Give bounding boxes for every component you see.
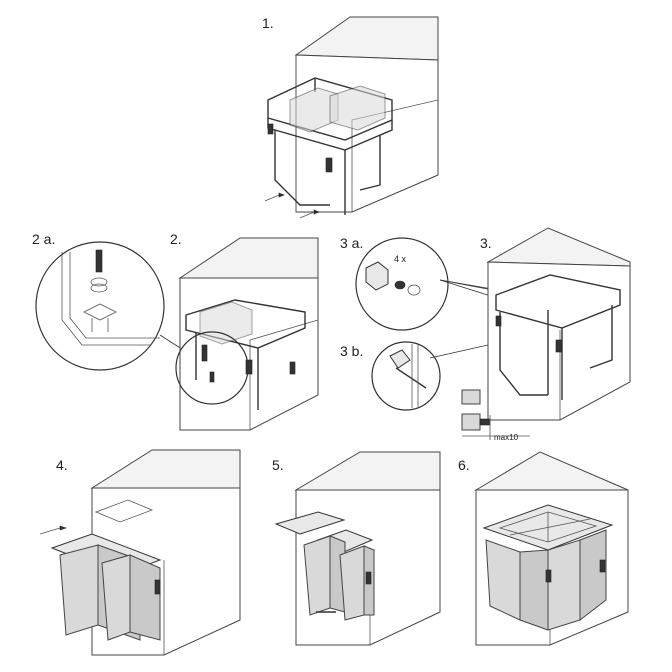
quantity-label: 4 x <box>394 254 407 264</box>
detail-circle-3b <box>371 341 441 411</box>
bin-left-4 <box>59 544 99 636</box>
cabinet-body-2 <box>179 277 319 431</box>
max-distance-label: max10 <box>494 433 519 442</box>
spacer-with-bolt <box>461 413 481 431</box>
step-4-panel: 4. <box>39 449 241 656</box>
step-label-2: 2. <box>170 231 182 247</box>
bins-6 <box>482 504 614 631</box>
cabinet-top-3 <box>486 227 631 267</box>
spacer-parts: max10 <box>461 389 530 442</box>
step-3-panel: 3. max10 <box>461 227 631 442</box>
cabinet-top-6 <box>474 451 629 491</box>
bin-right-6 <box>547 539 581 631</box>
step-2-panel: 2. <box>170 231 319 431</box>
bins-4 <box>50 499 162 641</box>
pullout-frame-3 <box>495 274 621 400</box>
screws-1 <box>264 192 320 219</box>
step-label-2a: 2 a. <box>32 231 55 247</box>
step-label-3: 3. <box>480 235 492 251</box>
step-5-panel: 5. <box>272 451 441 646</box>
step-1-panel: 1. <box>262 15 439 219</box>
step-2a-panel: 2 a. <box>32 231 203 371</box>
lid-left-5 <box>274 511 346 535</box>
spacer-small <box>461 389 481 405</box>
pullout-frame-2 <box>185 299 306 410</box>
cabinet-top-4 <box>90 449 241 489</box>
pullout-frame-1 <box>267 77 393 215</box>
step-label-4: 4. <box>56 457 68 473</box>
nut-part <box>365 261 389 291</box>
cabinet-top <box>294 16 439 61</box>
cabinet-top-5 <box>294 451 441 491</box>
zoom-ring-2 <box>175 331 249 405</box>
step-label-3a: 3 a. <box>340 235 363 251</box>
cabinet-top-2 <box>178 237 319 279</box>
bins-5 <box>274 511 375 621</box>
step-label-6: 6. <box>458 457 470 473</box>
step-label-3b: 3 b. <box>340 343 363 359</box>
step-6-panel: 6. <box>458 451 629 646</box>
step-label-5: 5. <box>272 457 284 473</box>
step-label-1: 1. <box>262 15 274 31</box>
step-3b-panel: 3 b. <box>340 341 489 411</box>
